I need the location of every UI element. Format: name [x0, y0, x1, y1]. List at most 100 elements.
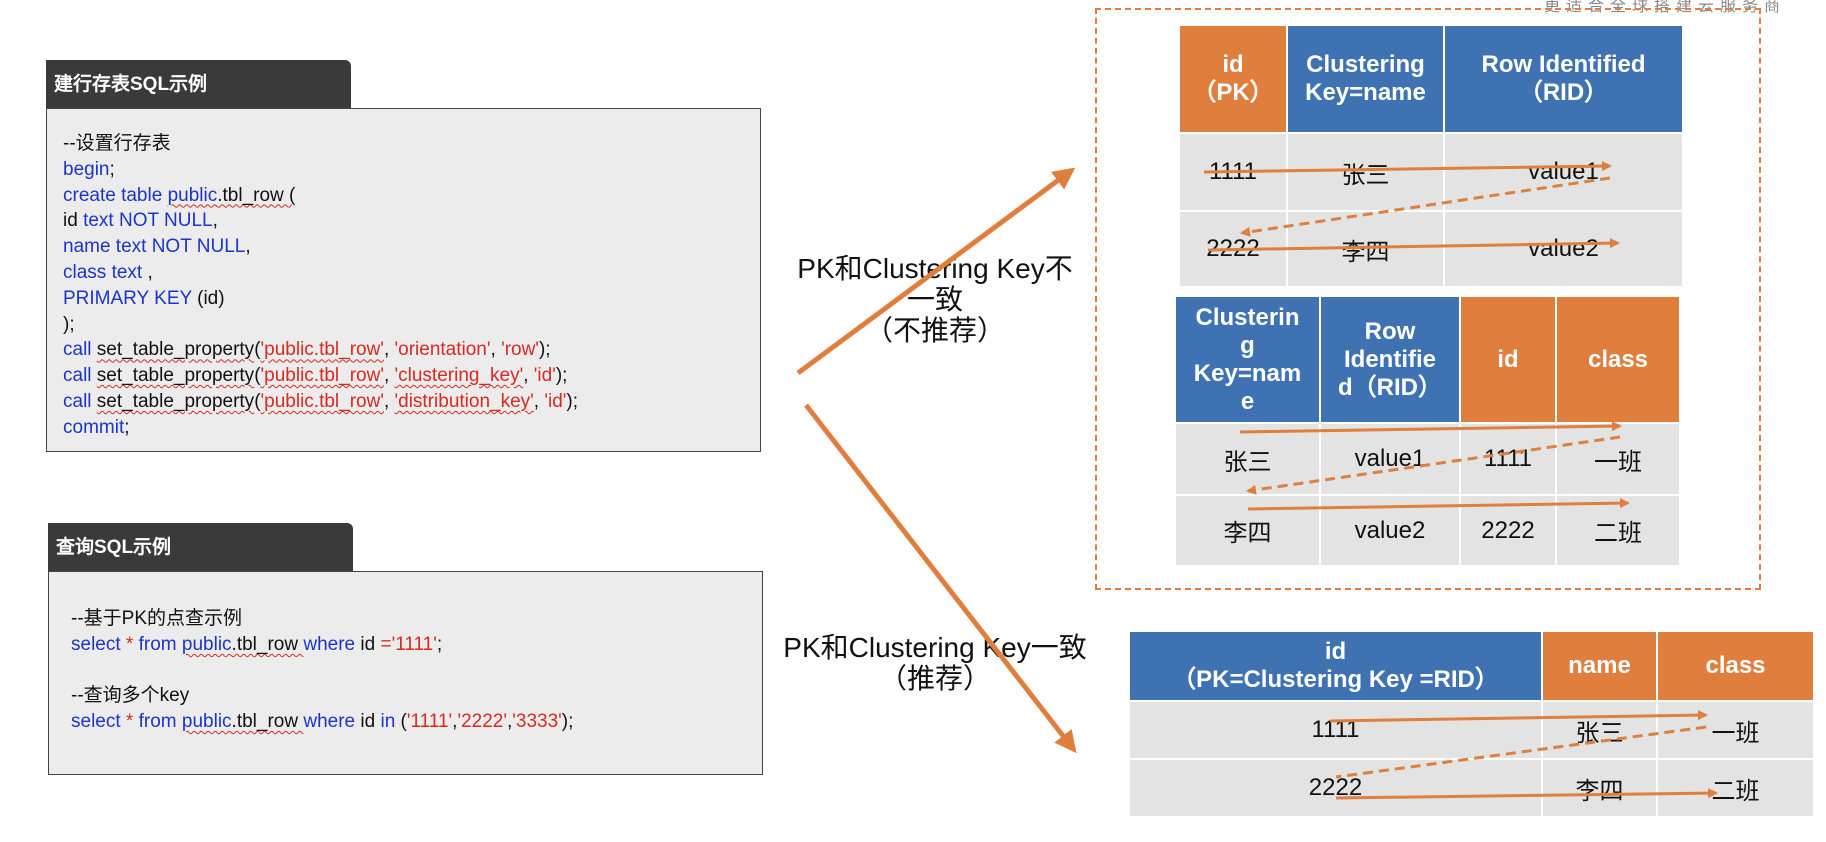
label-not-recommended: （不推荐）	[864, 315, 1005, 346]
code-token: select	[71, 711, 126, 733]
table-cell: 张三	[1174, 422, 1321, 496]
code-token: );	[555, 365, 568, 387]
code-token: call	[63, 390, 97, 412]
table-cell: 张三	[1541, 700, 1658, 760]
code-line: create table public.tbl_row (	[63, 183, 578, 209]
code-token: 'public.tbl_row'	[260, 390, 384, 412]
code-token: ,	[383, 390, 395, 412]
code-token: create table	[63, 184, 168, 206]
table-header-cell: id （PK=Clustering Key =RID）	[1128, 630, 1543, 702]
code-line: name text NOT NULL,	[63, 234, 578, 260]
table-cell: 李四	[1541, 758, 1658, 818]
table-header-cell: Row Identified （RID）	[1443, 24, 1684, 134]
code-token: ,	[490, 339, 502, 361]
code-token: begin	[63, 158, 110, 180]
code-token: '1111'	[406, 711, 453, 733]
code-token: ;	[436, 633, 443, 655]
code-token: public	[181, 711, 232, 733]
arrow-to-recommended	[804, 403, 1077, 754]
table-header-cell: Clustering Key=name	[1286, 24, 1445, 134]
table-cell: 张三	[1286, 132, 1445, 212]
code-line: id text NOT NULL,	[63, 208, 578, 234]
code-line: PRIMARY KEY (id)	[63, 286, 578, 312]
table-cell: 2222	[1178, 210, 1288, 288]
code-token: ;	[124, 416, 130, 438]
label-not-consistent: PK和Clustering Key不 一致 （不推荐）	[770, 253, 1100, 346]
table-cell: 一班	[1656, 700, 1815, 760]
code-token: (	[254, 365, 261, 387]
code-token: );	[63, 313, 75, 335]
code-token: 'orientation'	[394, 339, 491, 361]
code-token: 'distribution_key'	[394, 390, 534, 412]
table-cell: 1111	[1128, 700, 1543, 760]
create-sql-panel-title: 建行存表SQL示例	[46, 60, 351, 110]
code-line: call set_table_property('public.tbl_row'…	[63, 389, 578, 415]
code-token: in	[380, 711, 401, 733]
table-cell: value2	[1319, 494, 1461, 567]
code-token: (id)	[191, 287, 225, 309]
code-token: 'public.tbl_row'	[260, 365, 384, 387]
code-token: .tbl_row	[231, 633, 304, 655]
code-token: from	[138, 633, 182, 655]
code-token: id	[63, 210, 84, 232]
table-cell: 李四	[1174, 494, 1321, 567]
table-header-cell: Row Identifie d（RID）	[1319, 295, 1461, 424]
code-token: set_table_property	[96, 390, 255, 412]
code-token: name text NOT NULL	[63, 236, 246, 258]
code-line: select * from public.tbl_row where id in…	[71, 709, 573, 735]
code-line: );	[63, 312, 578, 338]
code-token: call	[63, 339, 97, 361]
code-token: ,	[383, 339, 395, 361]
code-token: .tbl_row	[231, 711, 304, 733]
code-token: ,	[142, 261, 153, 283]
table-header-cell: name	[1541, 630, 1658, 702]
table-cell: value1	[1443, 132, 1684, 212]
code-token: (	[400, 711, 407, 733]
code-token: commit	[63, 416, 125, 438]
code-token: ;	[109, 158, 115, 180]
code-token: where	[303, 633, 361, 655]
code-line: select * from public.tbl_row where id ='…	[71, 632, 573, 658]
code-token: where	[303, 711, 361, 733]
top-caption: 更适合全球搭建云服务商	[1543, 0, 1786, 15]
code-token: set_table_property	[96, 365, 255, 387]
code-token: id	[360, 633, 381, 655]
code-token: id	[360, 711, 381, 733]
table-cell: 李四	[1286, 210, 1445, 288]
code-token: *	[125, 633, 139, 655]
code-token: ,	[245, 236, 251, 258]
code-token: set_table_property	[96, 339, 255, 361]
code-token: 'id'	[544, 390, 567, 412]
table-cell: value1	[1319, 422, 1461, 496]
query-sql-panel-title: 查询SQL示例	[48, 523, 353, 573]
code-token: call	[63, 365, 97, 387]
code-line: --基于PK的点查示例	[71, 606, 573, 632]
label-not-consistent-line1: PK和Clustering Key不	[797, 253, 1073, 284]
code-token: class text	[63, 261, 143, 283]
code-token: *	[125, 711, 139, 733]
code-token: ,	[506, 711, 513, 733]
label-consistent-line1: PK和Clustering Key一致	[783, 632, 1087, 663]
code-line: begin;	[63, 157, 578, 183]
code-line	[71, 658, 573, 684]
code-token: ,	[533, 390, 545, 412]
code-line: commit;	[63, 415, 578, 441]
label-not-consistent-line2: 一致	[906, 284, 963, 315]
code-token: =	[380, 633, 392, 655]
code-token: ,	[212, 210, 218, 232]
code-token: ,	[452, 711, 458, 733]
code-line: call set_table_property('public.tbl_row'…	[63, 337, 578, 363]
table-header-cell: Clusterin g Key=nam e	[1174, 295, 1321, 424]
code-token: ,	[383, 365, 395, 387]
code-line: --设置行存表	[63, 131, 578, 157]
not-recommended-group-box	[1095, 8, 1761, 590]
table-header-cell: class	[1555, 295, 1681, 424]
code-token: );	[561, 711, 574, 733]
